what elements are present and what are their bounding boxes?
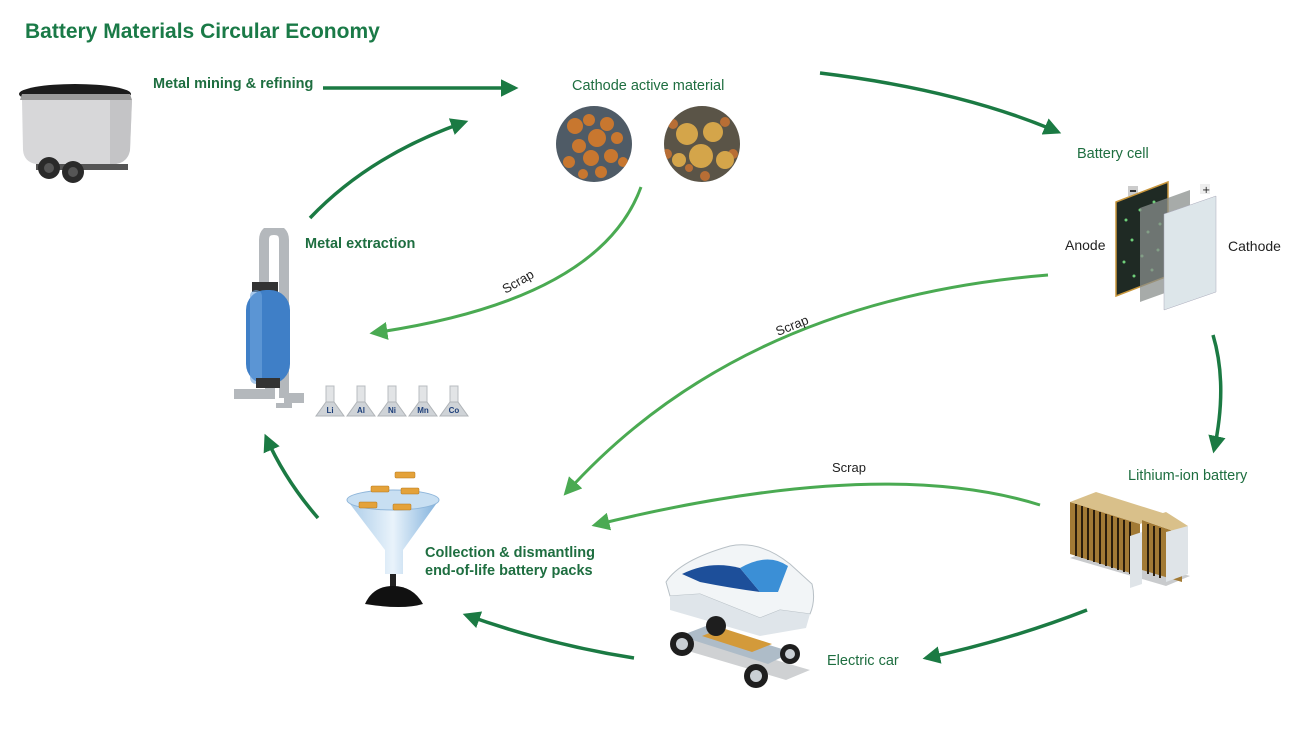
- metal-symbol: Li: [326, 406, 333, 415]
- battery-cell-layers-icon: +: [1112, 180, 1222, 317]
- label-metal-extraction: Metal extraction: [305, 236, 416, 252]
- label-electric-car: Electric car: [827, 653, 899, 669]
- metal-symbol: Mn: [417, 406, 429, 415]
- arrow-scrap-cathode-to-extraction: [369, 186, 643, 340]
- label-metal-mining: Metal mining & refining: [153, 76, 314, 92]
- battery-module-icon: [1066, 490, 1190, 595]
- arrow-extraction-to-cathode: [308, 118, 469, 220]
- arrow-cell-to-liion: [1208, 334, 1226, 454]
- diagram-title: Battery Materials Circular Economy: [25, 20, 380, 43]
- metal-flasks: Li Al Ni Mn Co: [312, 384, 472, 429]
- label-cathode: Cathode: [1228, 238, 1281, 254]
- arrow-cathode-to-cell: [819, 71, 1062, 135]
- arrow-scrap-liion-to-collection: [591, 482, 1041, 531]
- label-anode: Anode: [1065, 237, 1106, 253]
- label-collection-line2: end-of-life battery packs: [425, 563, 593, 579]
- flask-al: Al: [346, 385, 376, 417]
- flask-li: Li: [315, 385, 345, 417]
- label-lithium-ion-battery: Lithium-ion battery: [1128, 468, 1248, 484]
- label-collection-line1: Collection & dismantling: [425, 545, 595, 561]
- flask-ni: Ni: [377, 385, 407, 417]
- label-scrap-liion: Scrap: [832, 460, 866, 475]
- arrow-scrap-cell-to-collection: [563, 273, 1049, 496]
- metal-symbol: Co: [449, 406, 460, 415]
- arrow-liion-to-car: [922, 608, 1088, 664]
- label-battery-cell: Battery cell: [1077, 146, 1149, 162]
- label-collection: Collection & dismantling end-of-life bat…: [425, 544, 595, 580]
- mine-cart-icon: [18, 80, 136, 193]
- cathode-particles-icon: [555, 104, 745, 189]
- arrow-collection-to-extraction: [263, 433, 320, 520]
- arrow-car-to-collection: [462, 611, 635, 660]
- electric-car-icon: [660, 540, 820, 697]
- label-cathode-active-material: Cathode active material: [572, 78, 725, 94]
- flask-co: Co: [439, 385, 469, 417]
- metal-symbol: Ni: [388, 406, 396, 415]
- svg-text:+: +: [1202, 185, 1210, 196]
- funnel-icon: [343, 470, 443, 620]
- flask-mn: Mn: [408, 385, 438, 417]
- metal-symbol: Al: [357, 406, 365, 415]
- extraction-reactor-icon: [234, 224, 314, 418]
